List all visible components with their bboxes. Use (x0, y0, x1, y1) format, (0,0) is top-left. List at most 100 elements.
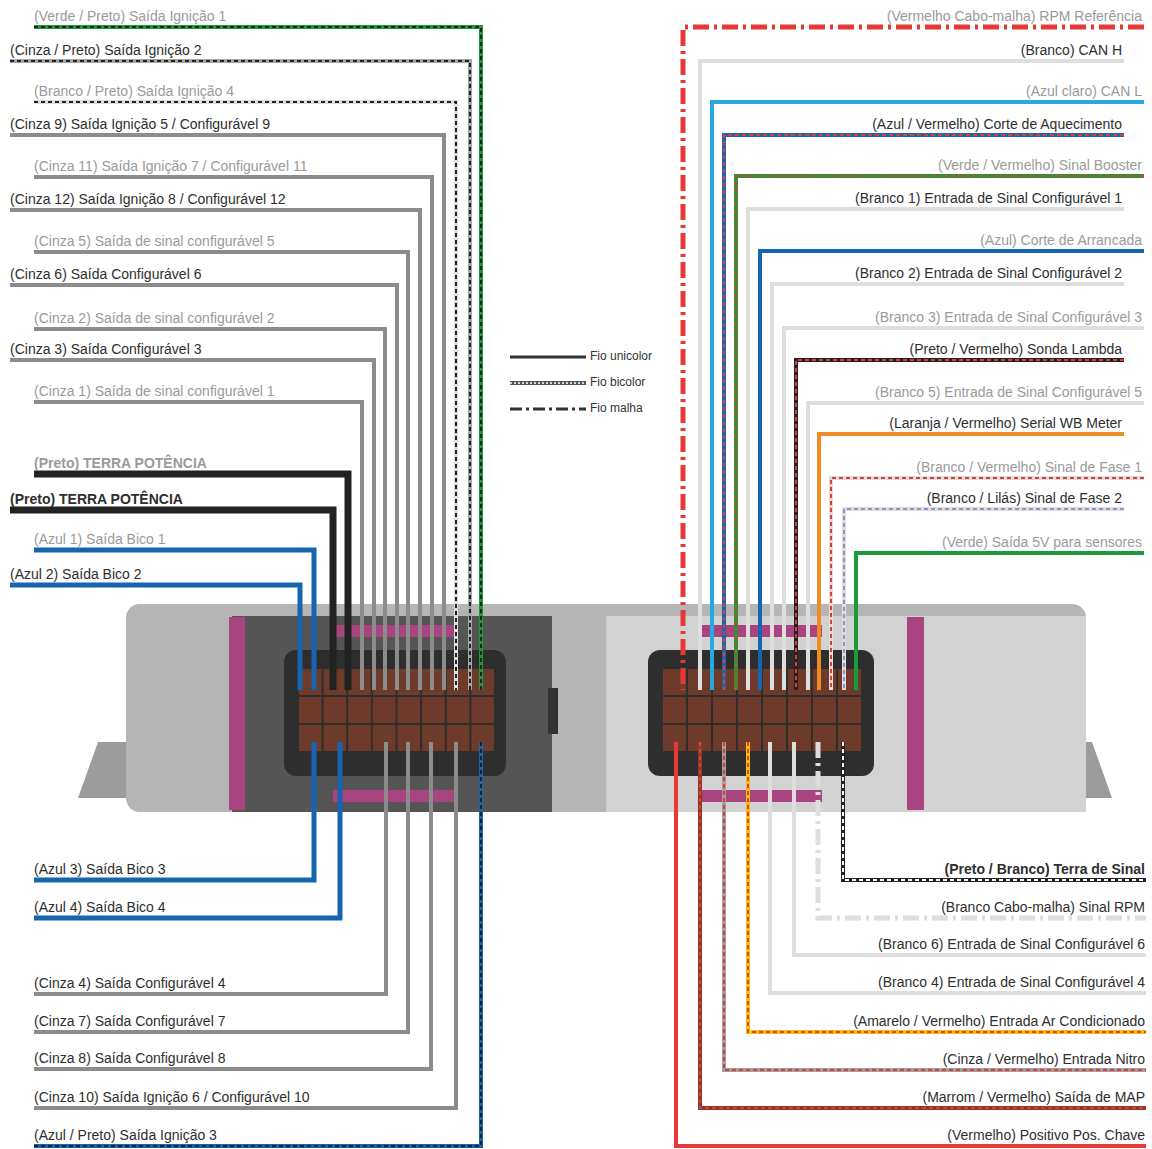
wire-core (34, 742, 314, 880)
wire-label: (Preto) TERRA POTÊNCIA (10, 491, 183, 507)
wire-core (770, 742, 1146, 993)
wire (676, 742, 1146, 1146)
wire-label: (Azul 4) Saída Bico 4 (34, 899, 166, 915)
pin-cavity (398, 697, 421, 723)
wire (34, 742, 386, 994)
latch (229, 617, 245, 810)
legend-samples (510, 357, 586, 409)
wire (796, 360, 1124, 690)
wire (10, 585, 300, 690)
wire-label: (Branco) CAN H (1021, 42, 1122, 58)
pin-cavity (447, 669, 470, 695)
pin-cavity (447, 725, 470, 751)
legend-text: Fio malha (590, 401, 643, 415)
pin-cavity (422, 697, 445, 723)
wire-label: (Azul 1) Saída Bico 1 (34, 531, 166, 547)
legend-sample (510, 382, 586, 384)
wire-core (34, 742, 340, 918)
wire-core (784, 328, 1144, 690)
wire-stripe (748, 742, 1146, 1032)
wire-label: (Branco 3) Entrada de Sinal Configurável… (875, 309, 1142, 325)
wire-stripe (34, 742, 481, 1146)
wire-label: (Cinza 1) Saída de sinal configurável 1 (34, 383, 274, 399)
wire (34, 742, 456, 1108)
pin-cavity (447, 697, 470, 723)
wire-stripe (736, 176, 1144, 690)
legend-sample (510, 356, 586, 359)
wire-core (856, 553, 1144, 690)
wire-stripe (796, 360, 1124, 690)
wire-core (34, 742, 408, 1032)
pin-cavity (324, 697, 347, 723)
wire-core (10, 210, 420, 690)
wire (10, 285, 397, 690)
wire (683, 27, 1144, 690)
wire (10, 135, 444, 690)
wire-label: (Branco 6) Entrada de Sinal Configurável… (878, 936, 1145, 952)
wire (34, 742, 314, 880)
pin-cavity (763, 697, 786, 723)
wire (772, 284, 1124, 690)
pin-cavity (738, 697, 761, 723)
wire (700, 61, 1124, 690)
wire-label: (Cinza 12) Saída Ignição 8 / Configuráve… (10, 191, 286, 207)
legend-sample (510, 408, 586, 411)
wire-stripe (34, 102, 456, 690)
wire-core (34, 402, 362, 690)
wire (748, 209, 1124, 690)
wire-label: (Preto / Branco) Terra de Sinal (945, 861, 1145, 877)
pin-cavity (299, 725, 322, 751)
wire-label: (Azul claro) CAN L (1026, 83, 1142, 99)
wire-core (10, 285, 397, 690)
pin-cavity (663, 697, 686, 723)
wire-label: (Vermelho) Positivo Pos. Chave (947, 1127, 1145, 1143)
wire-core (748, 209, 1124, 690)
wire-stripe (10, 61, 470, 690)
wire (34, 252, 408, 690)
wire-label: (Cinza 8) Saída Configurável 8 (34, 1050, 225, 1066)
wire-label: (Azul / Vermelho) Corte de Aquecimento (872, 116, 1122, 132)
wire (34, 402, 362, 690)
wire-core (760, 251, 1144, 690)
wire (10, 360, 374, 690)
pin-cavity (471, 697, 494, 723)
wire-core (34, 252, 408, 690)
ecu-body (78, 604, 1112, 812)
wire-stripe (700, 742, 1146, 1108)
wire (831, 478, 1144, 690)
wire-core (34, 102, 456, 690)
pin-cavity (788, 725, 811, 751)
wire-label: (Cinza 5) Saída de sinal configurável 5 (34, 233, 274, 249)
wire (770, 742, 1146, 993)
wire-label: (Verde) Saída 5V para sensores (942, 534, 1142, 550)
wire-label: (Cinza 9) Saída Ignição 5 / Configurável… (10, 116, 270, 132)
wire-label: (Laranja / Vermelho) Serial WB Meter (889, 415, 1122, 431)
wire-label: (Cinza / Preto) Saída Ignição 2 (10, 42, 201, 58)
wire-label: (Cinza 10) Saída Ignição 6 / Configuráve… (34, 1089, 310, 1105)
wire-stripe (831, 478, 1144, 690)
wire (760, 251, 1144, 690)
wire (700, 742, 1146, 1108)
wire-label: (Cinza / Vermelho) Entrada Nitro (943, 1051, 1145, 1067)
wire (712, 102, 1144, 690)
pin-cavity (348, 725, 371, 751)
latch (907, 617, 924, 810)
wire-label: (Branco 1) Entrada de Sinal Configurável… (855, 190, 1122, 206)
wire-label: (Cinza 6) Saída Configurável 6 (10, 266, 201, 282)
pin-cavity (688, 697, 711, 723)
pin-cavity (348, 669, 371, 695)
wire-label: (Branco 2) Entrada de Sinal Configurável… (855, 265, 1122, 281)
wire-core (818, 742, 1146, 918)
wire-core (676, 742, 1146, 1146)
wire (724, 742, 1146, 1070)
wire-core (748, 742, 1146, 1032)
wire (748, 742, 1146, 1032)
wire-core (10, 135, 444, 690)
wire-label: (Preto / Vermelho) Sonda Lambda (910, 341, 1122, 357)
wire-label: (Branco / Vermelho) Sinal de Fase 1 (916, 459, 1142, 475)
wire (34, 742, 408, 1032)
legend-sample (510, 381, 586, 385)
wire-label: (Cinza 7) Saída Configurável 7 (34, 1013, 225, 1029)
wire-label: (Marrom / Vermelho) Saída de MAP (922, 1089, 1145, 1105)
